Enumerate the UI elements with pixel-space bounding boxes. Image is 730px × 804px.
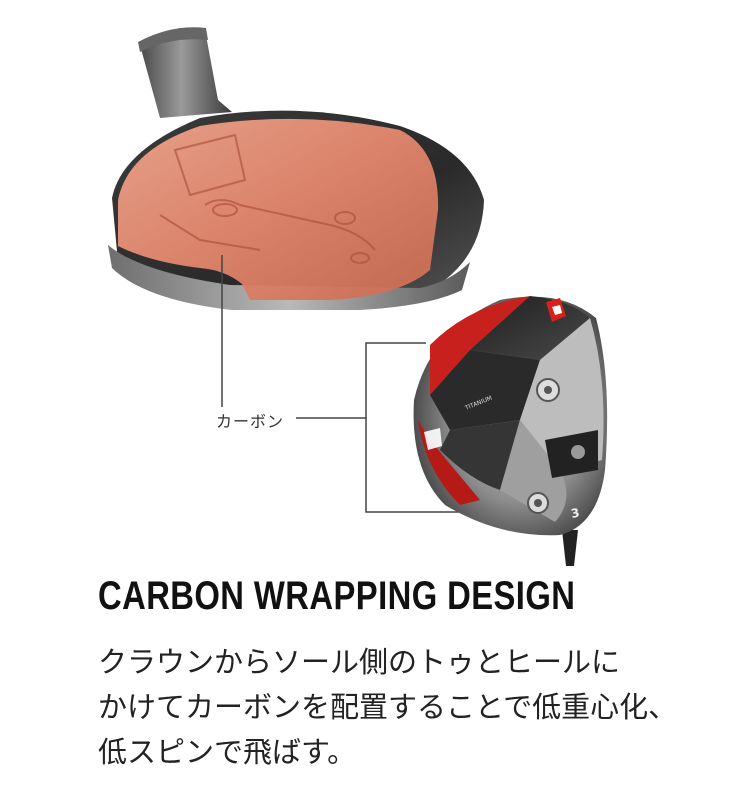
cutaway-head-image — [108, 27, 484, 310]
carbon-callout-label: カーボン — [212, 408, 289, 432]
headline: CARBON WRAPPING DESIGN — [98, 574, 576, 618]
description: クラウンからソール側のトゥとヒールに かけてカーボンを配置することで低重心化、 … — [98, 640, 677, 775]
callout-leader-lines — [221, 255, 484, 513]
description-line: クラウンからソール側のトゥとヒールに — [98, 645, 621, 679]
product-illustration: TITANIUM 3 — [108, 27, 608, 566]
description-line: 低スピンで飛ばす。 — [98, 735, 357, 769]
club-head-image — [413, 296, 608, 566]
club-sole-badge: 3 — [570, 506, 581, 521]
description-line: かけてカーボンを配置することで低重心化、 — [98, 690, 678, 724]
